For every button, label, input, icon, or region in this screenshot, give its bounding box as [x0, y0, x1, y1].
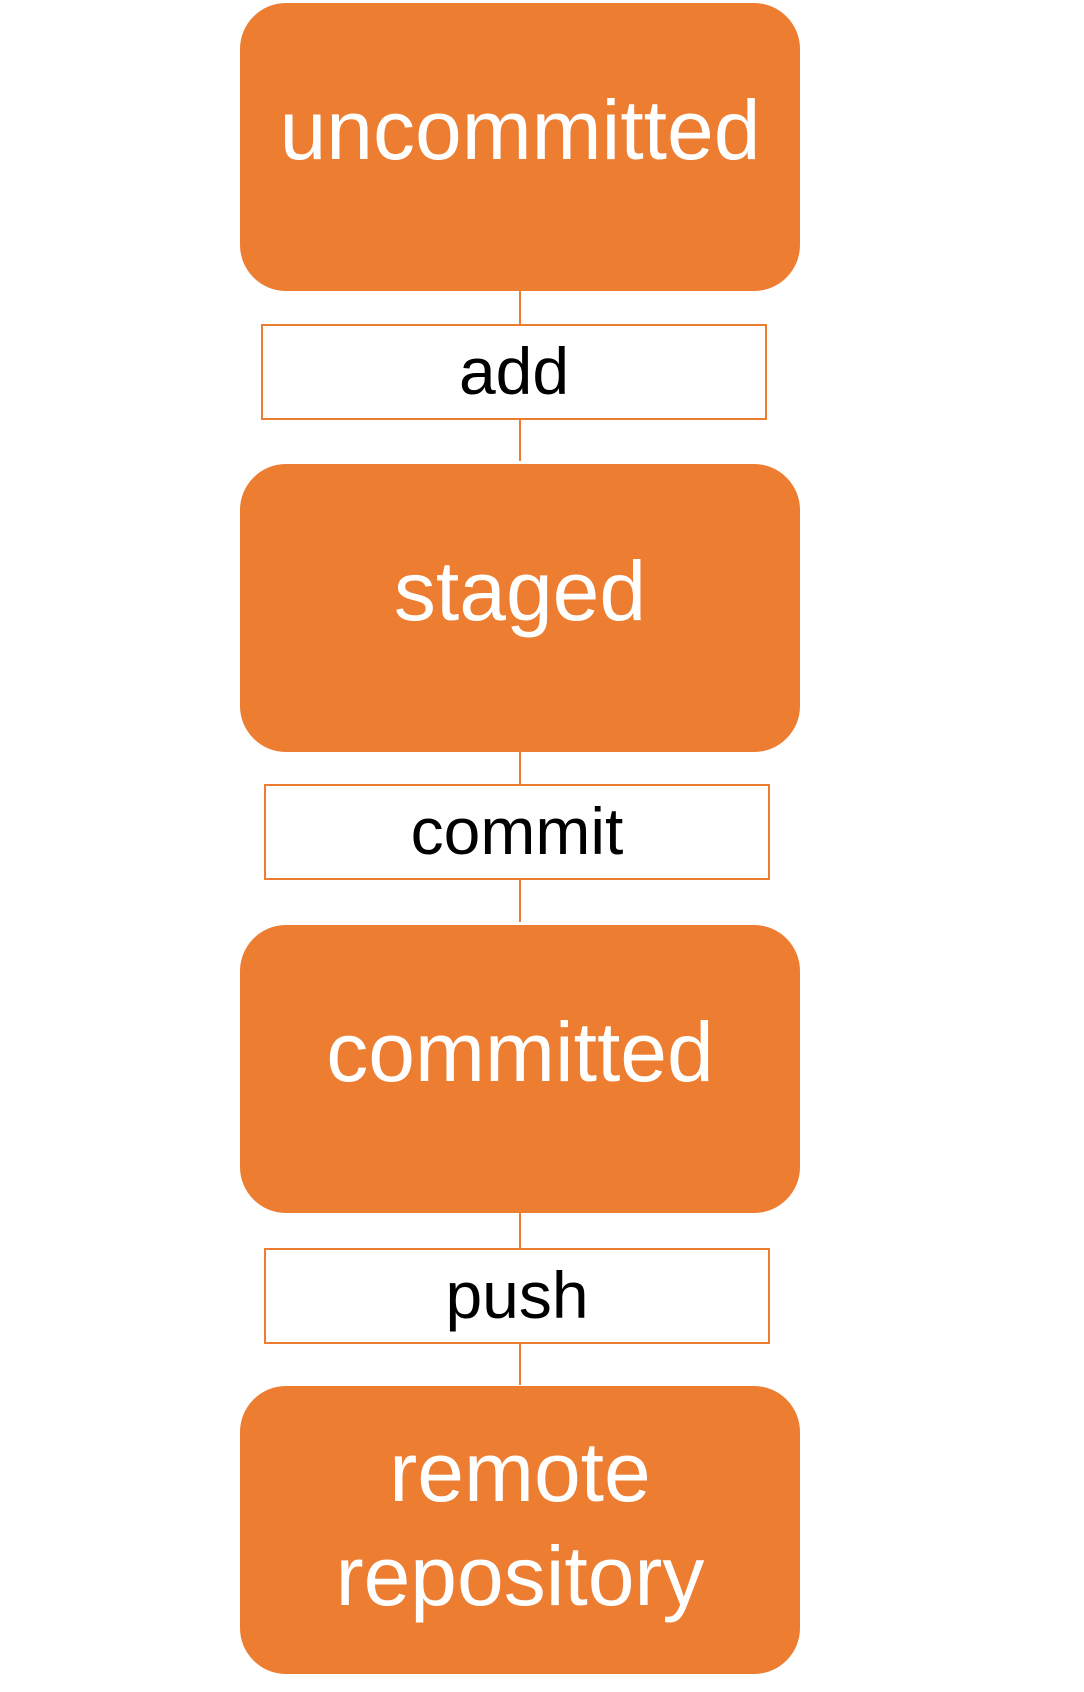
state-label: remote repository: [335, 1425, 705, 1623]
action-commit: commit: [264, 784, 770, 880]
state-staged: staged: [240, 464, 800, 752]
state-label: committed: [326, 1005, 714, 1099]
state-remote-repository: remote repository: [240, 1386, 800, 1674]
state-uncommitted: uncommitted: [240, 3, 800, 291]
state-label: staged: [393, 544, 647, 638]
state-label: uncommitted: [279, 83, 761, 177]
state-committed: committed: [240, 925, 800, 1213]
action-push: push: [264, 1248, 770, 1344]
action-add: add: [261, 324, 767, 420]
